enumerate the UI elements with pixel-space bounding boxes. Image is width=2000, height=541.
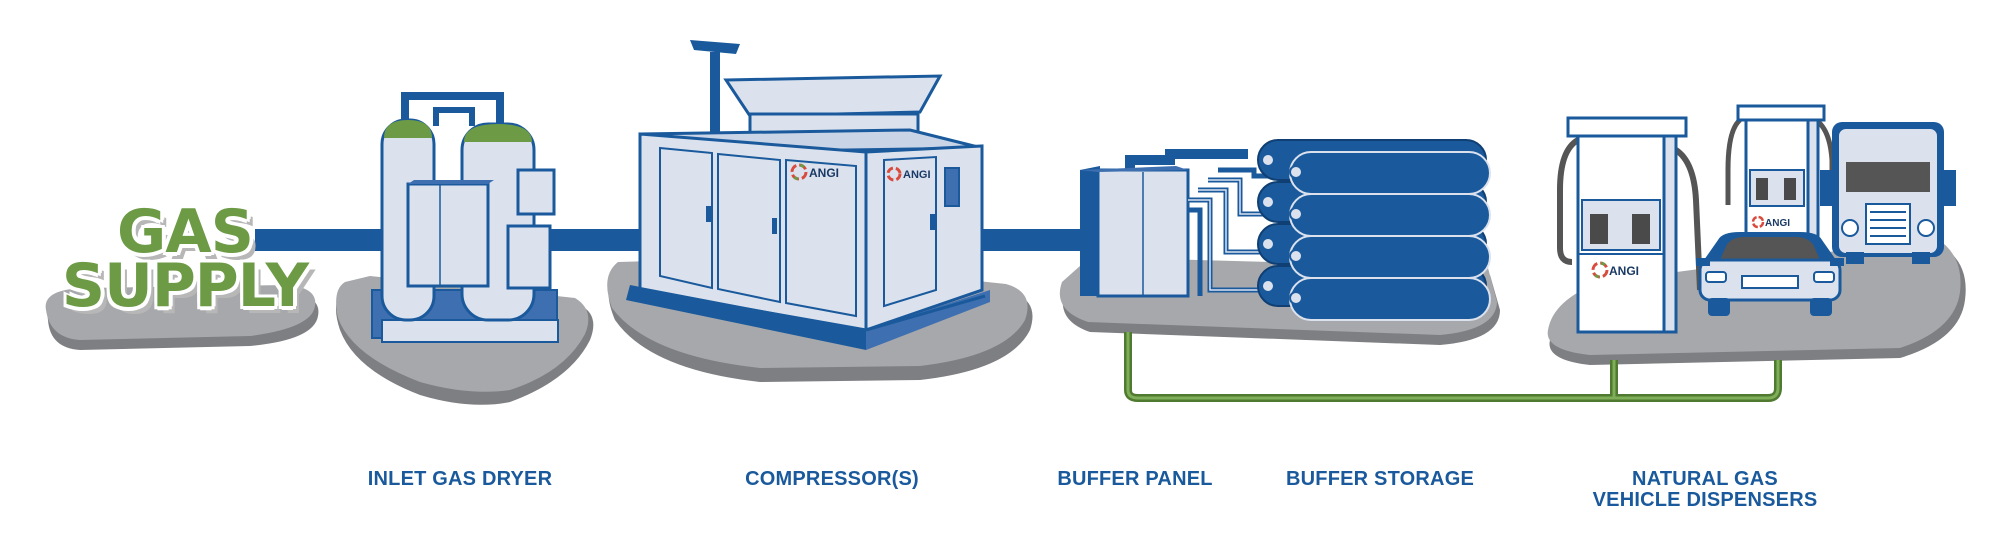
angi-logo-compressor-side: ANGI [886,166,931,182]
angi-logo-car: ANGI [1751,215,1790,229]
gas-supply-title-line1: GAS [117,197,254,267]
angi-logo-dispenser: ANGI [1591,261,1639,279]
compressor-label: COMPRESSOR(S) [745,468,919,490]
gas-supply-title-line2: SUPPLY [61,251,309,321]
dispensers-label-line1: NATURAL GAS [1632,468,1778,490]
gas-supply-title: GAS SUPPLY [40,197,330,321]
truck-graphic [1820,122,1956,264]
buffer-storage-label: BUFFER STORAGE [1286,468,1474,490]
dispensers-label-line2: VEHICLE DISPENSERS [1592,489,1818,511]
brand-text: ANGI [1765,218,1790,229]
buffer-panel-label: BUFFER PANEL [1057,468,1213,490]
inlet-gas-dryer-label: INLET GAS DRYER [367,468,553,490]
brand-text: ANGI [1609,264,1639,278]
inlet-gas-dryer-graphic [371,92,559,343]
buffer-panel-graphic [1080,149,1248,298]
buffer-storage-graphic [1188,139,1491,321]
compressor-graphic: ANGI ANGI [626,40,990,350]
angi-logo-compressor-front: ANGI [790,163,839,181]
brand-text: ANGI [903,169,931,181]
brand-text: ANGI [809,166,839,180]
dispenser-small-graphic [1725,104,1835,242]
car-graphic: ANGI [1696,215,1844,316]
dispensers-label: NATURAL GAS VEHICLE DISPENSERS [1560,469,1850,511]
dispenser-large-graphic: ANGI [1557,116,1703,334]
gas-supply-ground [45,285,319,350]
